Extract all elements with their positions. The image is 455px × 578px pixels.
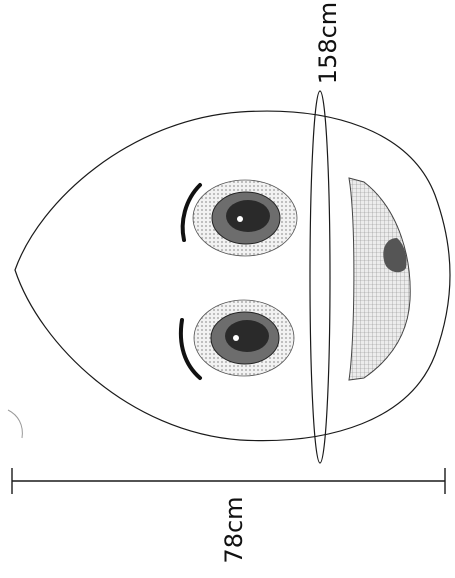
dimension-label-158cm: 158cm	[314, 1, 342, 85]
eyebrow-upper	[180, 183, 202, 242]
tongue	[383, 238, 407, 273]
pupil-lower	[225, 320, 269, 352]
stray-arc	[7, 409, 23, 439]
eye-highlight-lower	[233, 335, 239, 341]
pupil-upper	[226, 200, 270, 232]
band-ellipse	[309, 90, 331, 464]
mouth	[348, 177, 411, 381]
eyebrow-lower	[178, 318, 202, 380]
dimension-label-78cm: 78cm	[220, 496, 248, 564]
head-outline	[14, 110, 451, 442]
eye-highlight-upper	[237, 216, 243, 222]
